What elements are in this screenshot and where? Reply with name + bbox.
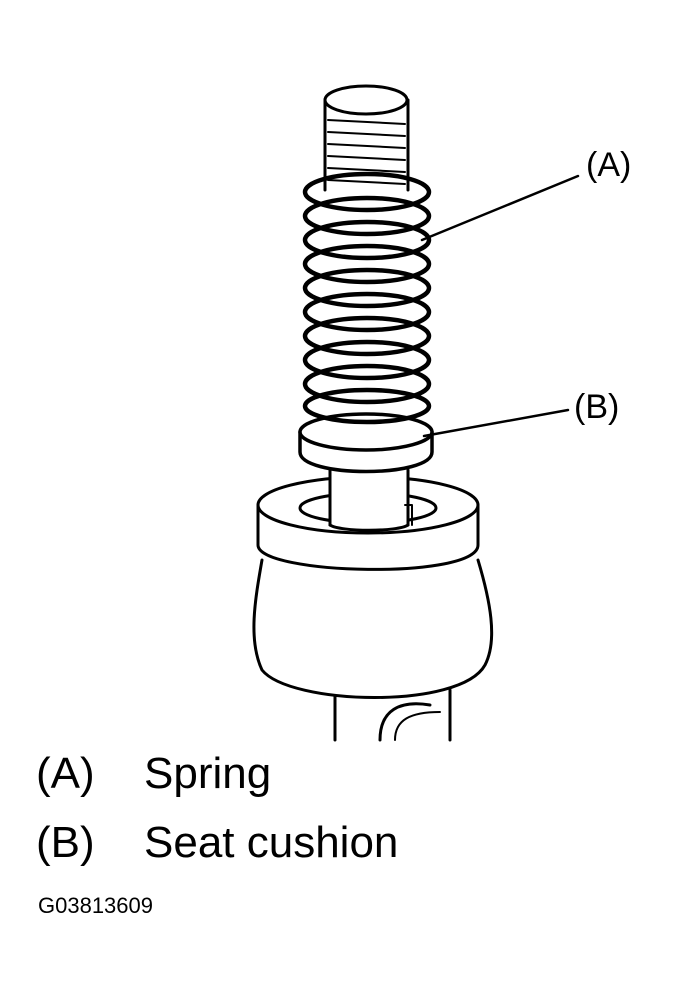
lower-rod: [333, 688, 452, 742]
callout-label-b: (B): [574, 388, 620, 426]
housing-bulb: [252, 558, 494, 699]
leader-line-b: [422, 408, 570, 438]
legend-label: Spring: [144, 749, 272, 798]
leader-line-a: [420, 174, 580, 242]
seat-cushion-shape: [298, 412, 434, 474]
legend-row-seat-cushion: (B) Seat cushion: [36, 821, 398, 865]
legend-key: (A): [36, 749, 95, 798]
shaft-lower: [328, 468, 413, 532]
legend-row-spring: (A) Spring: [36, 752, 271, 796]
legend-label: Seat cushion: [144, 818, 399, 867]
leader-lines: [420, 174, 580, 438]
threaded-bolt: [323, 84, 410, 192]
spring-and-seat-cushion-illustration: [252, 84, 580, 742]
legend-key: (B): [36, 818, 95, 867]
coil-spring-shape: [302, 171, 432, 425]
callout-label-a: (A): [586, 146, 632, 184]
figure-id: G03813609: [38, 893, 153, 918]
